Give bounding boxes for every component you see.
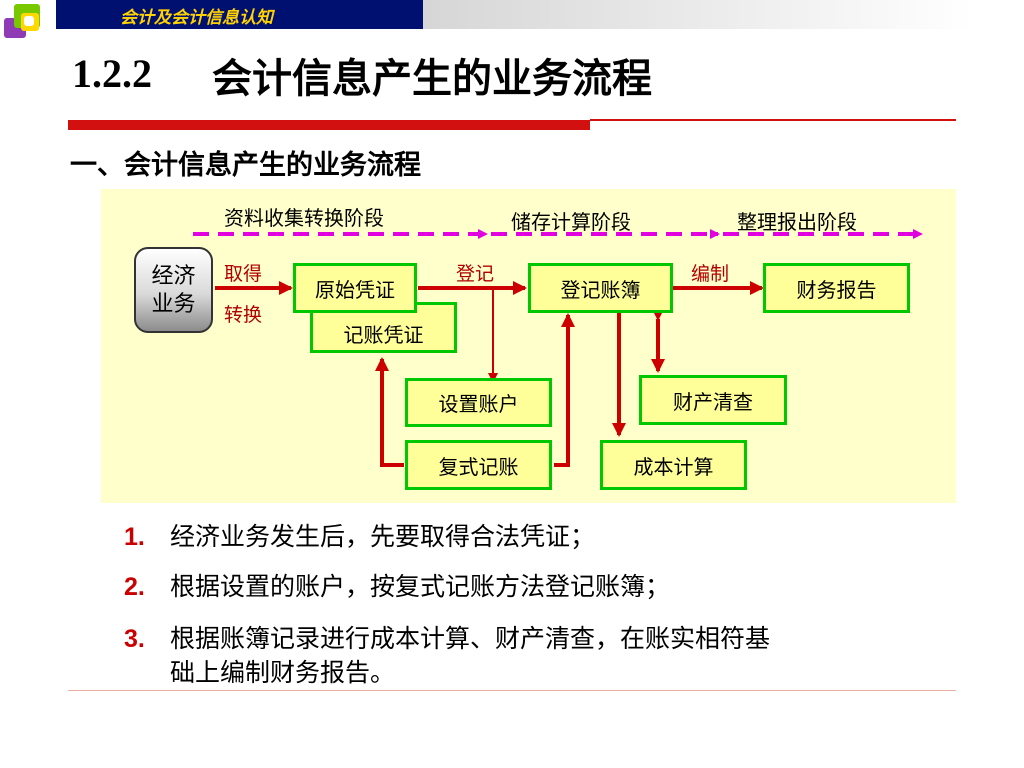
box-ledger: 登记账簿 [528,263,673,313]
banner-navy-bar [56,0,423,29]
stage-label-report: 整理报出阶段 [737,210,857,234]
point-item-3: 3. 根据账簿记录进行成本计算、财产清查，在账实相符基 础上编制财务报告。 [124,622,770,690]
point-text-2: 根据设置的账户，按复式记账方法登记账簿； [170,572,671,601]
banner-gradient [423,0,975,29]
stage-label-store: 储存计算阶段 [511,210,631,234]
point-number-3: 3. [124,625,145,653]
top-banner: 会计及会计信息认知 [0,0,975,29]
label-record: 登记 [456,263,495,285]
point-text-1: 经济业务发生后，先要取得合法凭证； [170,522,596,551]
bottom-divider [68,690,956,691]
title-underline-thin [590,119,956,121]
econ-line-2: 业务 [151,292,196,317]
banner-title: 会计及会计信息认知 [120,8,273,28]
point-number-2: 2. [124,573,145,601]
section-number: 1.2.2 [72,51,152,96]
point-item-1: 1. 经济业务发生后，先要取得合法凭证； [124,520,595,554]
econ-line-1: 经济 [151,264,196,289]
arrow-double-entry-to-ledger [554,313,575,467]
economic-business-box: 经济 业务 [134,247,213,333]
point-text-3b: 础上编制财务报告。 [170,658,396,687]
label-compile: 编制 [691,263,730,285]
box-cost-calculation: 成本计算 [600,440,747,490]
diagram-arrows [193,229,923,467]
box-set-accounts: 设置账户 [405,378,552,427]
box-original-voucher: 原始凭证 [293,263,417,313]
stage-label-collect: 资料收集转换阶段 [224,206,384,230]
point-number-1: 1. [124,523,145,551]
box-inventory-check: 财产清查 [639,375,787,425]
process-diagram: 资料收集转换阶段 储存计算阶段 整理报出阶段 经济 业务 取得 转换 登记 编制… [101,189,956,503]
logo-squares-icon [0,0,56,40]
arrow-double-entry-to-voucher [375,357,404,467]
box-financial-report: 财务报告 [763,263,910,313]
label-obtain: 取得 [224,263,263,285]
page-title: 会计信息产生的业务流程 [212,56,652,102]
title-underline [68,120,590,130]
box-double-entry: 复式记账 [405,440,552,490]
point-text-3: 根据账簿记录进行成本计算、财产清查，在账实相符基 [170,624,771,653]
point-item-2: 2. 根据设置的账户，按复式记账方法登记账簿； [124,570,670,604]
section-heading: 一、会计信息产生的业务流程 [70,150,421,181]
label-convert: 转换 [224,304,263,326]
